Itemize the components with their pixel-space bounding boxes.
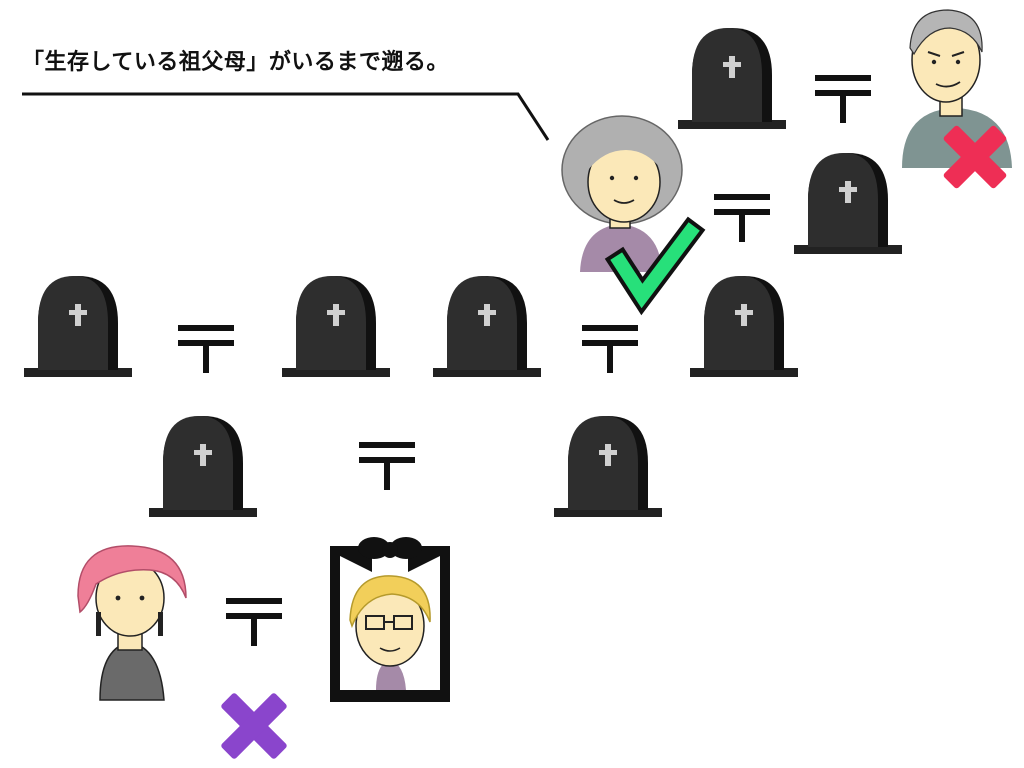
tombstone-icon (554, 416, 662, 517)
marriage-symbol-icon (178, 325, 234, 373)
marriage-symbol-icon (714, 194, 770, 242)
caption-text: 「生存している祖父母」がいるまで遡る。 (22, 50, 449, 75)
woman-avatar (77, 545, 187, 701)
marriage-symbol-icon (582, 325, 638, 373)
marriage-symbol-icon (359, 442, 415, 490)
marriage-symbol-icon (226, 598, 282, 646)
x-mark-icon (943, 125, 1007, 189)
memorial-photo-icon (330, 537, 450, 702)
speech-pointer-line (22, 92, 550, 141)
tombstone-icon (282, 276, 390, 377)
check-mark-icon (604, 216, 706, 316)
grandmother-avatar (561, 115, 683, 272)
tombstone-icon (794, 153, 902, 254)
tombstone-icon (24, 276, 132, 377)
x-mark-icon (221, 693, 287, 759)
marriage-symbol-icon (815, 75, 871, 123)
tombstone-icon (690, 276, 798, 377)
tombstone-icon (149, 416, 257, 517)
tombstone-icon (433, 276, 541, 377)
tombstone-icon (678, 28, 786, 129)
